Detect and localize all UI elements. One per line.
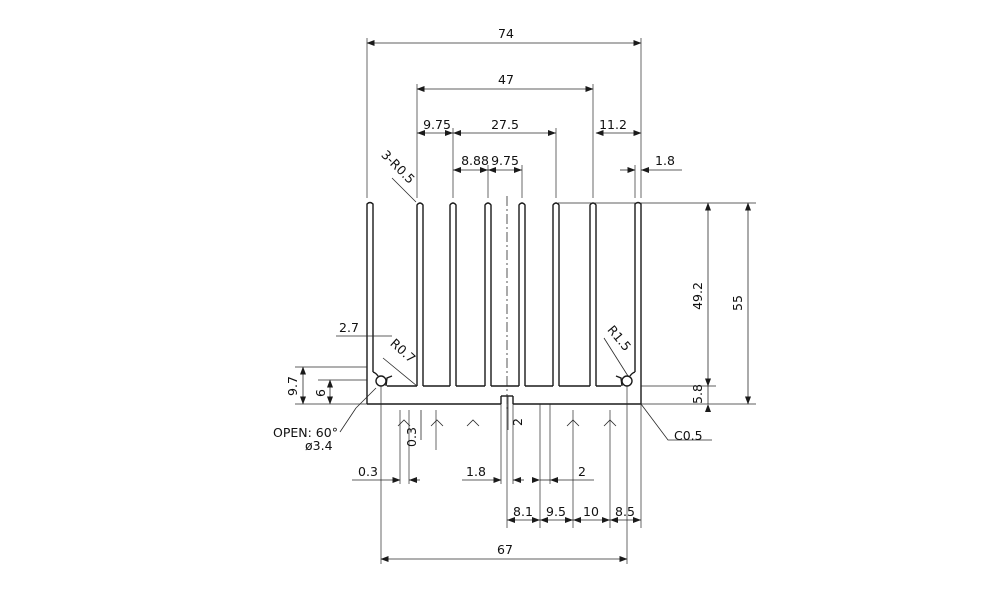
dim-center-slot: 2 xyxy=(510,418,525,426)
heatsink-profile xyxy=(366,201,642,405)
dim-hole-diameter: ø3.4 xyxy=(305,438,333,453)
dim-overall-width: 74 xyxy=(498,26,514,41)
dim-open-angle: OPEN: 60° xyxy=(273,425,338,440)
dim-pitch-left: 9.75 xyxy=(423,117,451,132)
dim-fin-tip: 1.8 xyxy=(655,153,675,168)
dim-inner-pitch-a: 8.88 xyxy=(461,153,489,168)
dim-offset-c: 10 xyxy=(583,504,599,519)
bottom-dimensions xyxy=(352,386,642,564)
right-dimensions xyxy=(558,202,756,412)
dim-offset-b: 9.5 xyxy=(546,504,566,519)
dim-center-span: 27.5 xyxy=(491,117,519,132)
top-dimensions xyxy=(366,38,682,203)
dim-inner-pitch-b: 9.75 xyxy=(491,153,519,168)
dim-right-gap: 11.2 xyxy=(599,117,627,132)
dim-base-width: 67 xyxy=(497,542,513,557)
dim-side-height: 9.7 xyxy=(285,376,300,396)
dim-corner-radius-left: R0.7 xyxy=(387,336,418,366)
dim-slot-height: 6 xyxy=(313,389,328,397)
dim-base-thickness: 5.8 xyxy=(690,384,705,404)
dim-groove-depth-b: 0.3 xyxy=(404,427,419,447)
left-dimensions xyxy=(295,335,712,441)
dim-edge-radius: 3-R0.5 xyxy=(378,147,418,187)
dim-chamfer: C0.5 xyxy=(674,428,703,443)
dim-offset-a: 8.1 xyxy=(513,504,533,519)
dim-center-groove: 1.8 xyxy=(466,464,486,479)
dim-left-wall: 2.7 xyxy=(339,320,359,335)
dim-groove-width: 2 xyxy=(578,464,586,479)
dim-fin-span: 47 xyxy=(498,72,514,87)
dim-offset-d: 8.5 xyxy=(615,504,635,519)
dim-corner-radius-right: R1.5 xyxy=(605,322,635,354)
dim-total-height: 55 xyxy=(730,295,745,311)
dim-fin-height: 49.2 xyxy=(690,282,705,310)
dim-groove-depth-a: 0.3 xyxy=(358,464,378,479)
